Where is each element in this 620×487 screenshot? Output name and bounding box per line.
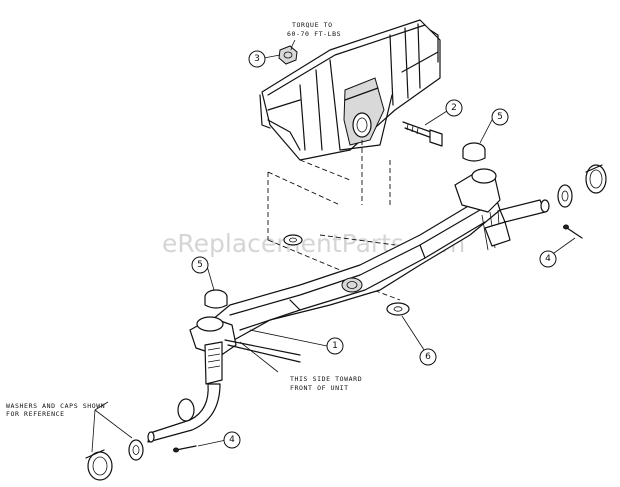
callout-4-left: 4 <box>223 431 241 449</box>
callout-6: 6 <box>419 348 437 366</box>
callout-5-right: 5 <box>491 108 509 126</box>
left-cotter-pin <box>173 445 197 453</box>
left-hub-cap <box>87 451 113 481</box>
svg-text:2: 2 <box>451 103 457 113</box>
right-cotter-pin <box>563 224 583 239</box>
nut-part <box>278 45 298 65</box>
right-pivot-cap <box>462 142 486 162</box>
alignment-lines <box>267 140 401 301</box>
left-washer <box>128 439 144 461</box>
left-spindle <box>85 383 221 481</box>
torque-note-line2: 60-70 FT-LBS <box>287 30 341 38</box>
callout-1: 1 <box>326 337 344 355</box>
front-axle-beam <box>189 168 511 385</box>
pivot-bracket <box>259 19 441 161</box>
right-hub-cap <box>585 164 607 194</box>
callout-3: 3 <box>248 50 266 68</box>
svg-text:3: 3 <box>254 54 260 64</box>
callout-5-left: 5 <box>191 256 209 274</box>
callout-2: 2 <box>445 99 463 117</box>
svg-text:4: 4 <box>545 254 551 264</box>
svg-text:4: 4 <box>229 435 235 445</box>
torque-note-line1: TORQUE TO <box>292 21 333 29</box>
washer-note-line1: WASHERS AND CAPS SHOWN <box>6 402 105 410</box>
callout-4-right: 4 <box>539 250 557 268</box>
side-note-line1: THIS SIDE TOWARD <box>290 375 362 383</box>
svg-text:5: 5 <box>497 112 503 122</box>
axle-washer-upper <box>283 234 303 246</box>
svg-text:1: 1 <box>332 341 338 351</box>
svg-text:5: 5 <box>197 260 203 270</box>
svg-text:6: 6 <box>425 352 431 362</box>
bolt-part <box>402 121 443 147</box>
axle-washer-lower <box>386 302 410 316</box>
right-spindle <box>499 164 607 223</box>
right-washer <box>557 184 573 208</box>
washer-note-line2: FOR REFERENCE <box>6 410 65 418</box>
left-pivot-cap <box>204 289 228 309</box>
side-note-line2: FRONT OF UNIT <box>290 384 349 392</box>
